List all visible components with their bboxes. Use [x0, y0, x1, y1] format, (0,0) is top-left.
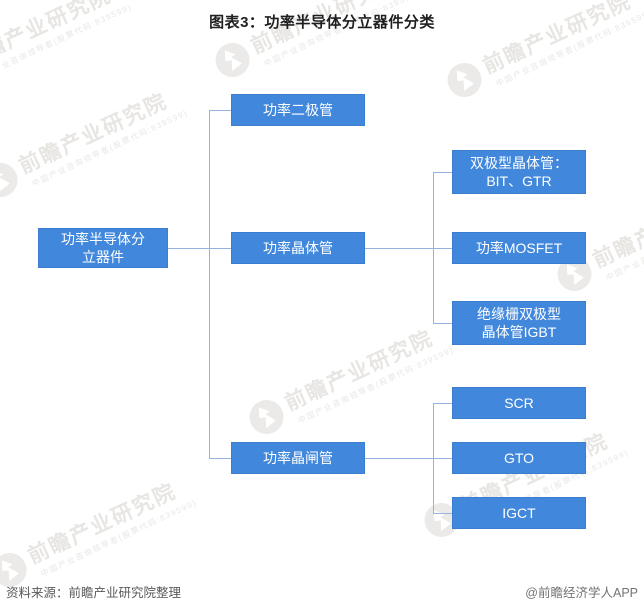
connector-line	[434, 403, 452, 404]
connector-line	[433, 403, 434, 514]
node-gto: GTO	[452, 442, 586, 474]
node-power-transistor: 功率晶体管	[231, 232, 365, 264]
connector-line	[209, 110, 210, 459]
connector-line	[434, 248, 452, 249]
node-igbt: 绝缘栅双极型 晶体管IGBT	[452, 301, 586, 345]
connector-line	[365, 458, 433, 459]
node-igct: IGCT	[452, 497, 586, 529]
connector-line	[434, 513, 452, 514]
node-bjt: 双极型晶体管： BIT、GTR	[452, 150, 586, 194]
connector-line	[210, 248, 231, 249]
node-power-diode: 功率二极管	[231, 94, 365, 126]
connector-line	[434, 458, 452, 459]
node-power-mosfet: 功率MOSFET	[452, 232, 586, 264]
source-note: 资料来源：前瞻产业研究院整理	[6, 586, 182, 600]
connector-line	[210, 110, 231, 111]
credit-note: @前瞻经济学人APP	[525, 586, 638, 600]
connector-line	[168, 248, 209, 249]
connector-line	[434, 172, 452, 173]
node-power-thyristor: 功率晶闸管	[231, 442, 365, 474]
node-scr: SCR	[452, 387, 586, 419]
connector-line	[210, 458, 231, 459]
connector-line	[433, 172, 434, 324]
connector-line	[365, 248, 433, 249]
node-root: 功率半导体分 立器件	[38, 228, 168, 268]
connector-line	[434, 323, 452, 324]
page-title: 图表3：功率半导体分立器件分类	[209, 14, 435, 31]
